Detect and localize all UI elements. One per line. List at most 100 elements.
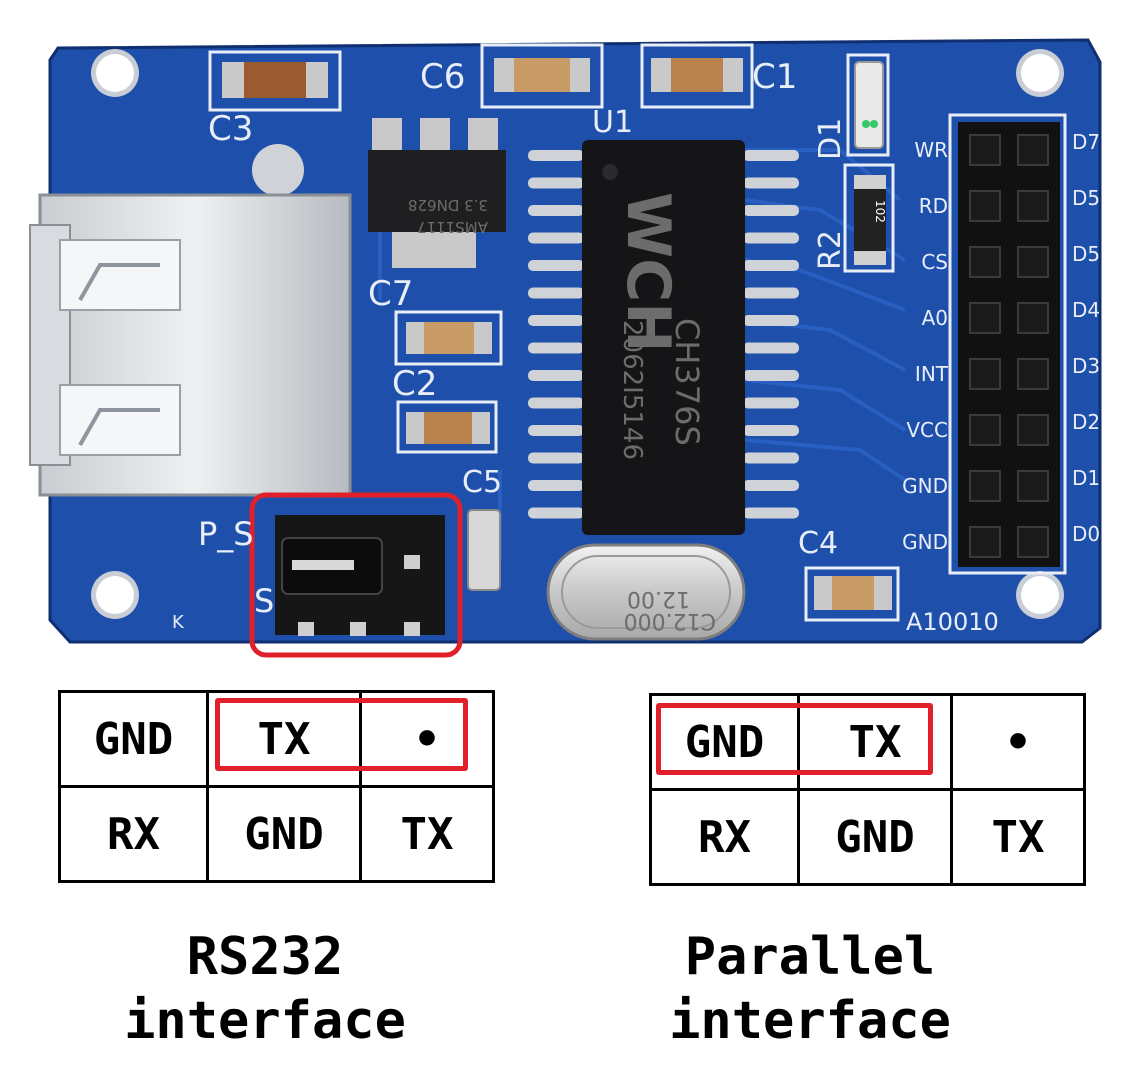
chip-pin <box>743 370 799 381</box>
mode-jumper-header <box>275 515 445 636</box>
mounting-hole-top-left <box>91 49 139 97</box>
voltage-regulator <box>368 118 506 268</box>
header-right-label: D4 <box>1072 298 1100 322</box>
led-d1 <box>854 61 884 149</box>
mounting-hole-bottom-right <box>1016 571 1064 619</box>
chip-pin <box>743 205 799 216</box>
chip-pin <box>528 397 584 409</box>
chip-pin <box>528 260 584 271</box>
label-u1: U1 <box>592 105 633 140</box>
table-cell: TX <box>359 785 495 883</box>
chip-brand: WCH <box>613 192 683 352</box>
capacitor-c4 <box>814 576 892 610</box>
table-cell: TX <box>206 690 362 788</box>
chip-pin <box>528 232 584 244</box>
capacitor-c7 <box>406 322 492 354</box>
chip-pin <box>528 342 584 354</box>
label-s: S <box>254 582 274 620</box>
chip-pin <box>528 452 584 464</box>
table-cell: • <box>359 690 495 788</box>
label-d1: D1 <box>813 118 848 160</box>
jumper-highlight-box <box>249 492 463 658</box>
table-cell: GND <box>58 690 209 788</box>
chip-lot-code: 2062I5146 <box>617 320 647 460</box>
header-pin <box>1017 358 1049 390</box>
header-pin <box>1017 414 1049 446</box>
chip-pin <box>528 205 584 216</box>
header-right-label: D0 <box>1072 522 1100 546</box>
chip-pin <box>743 177 799 189</box>
parallel-caption: Parallel interface <box>630 925 990 1053</box>
table-cell: TX <box>950 788 1086 886</box>
header-left-label: GND <box>902 530 948 554</box>
header-pin <box>969 246 1001 278</box>
chip-pin <box>528 315 584 326</box>
chip-pin <box>528 287 584 299</box>
header-pin <box>1017 134 1049 166</box>
crystal-marking-1: C12.000 <box>624 608 716 633</box>
chip-pin <box>743 287 799 299</box>
header-pin <box>1017 526 1049 558</box>
label-c7: C7 <box>368 274 413 314</box>
chip-pin <box>743 507 799 519</box>
capacitor-c6 <box>494 58 590 92</box>
crystal-oscillator <box>546 543 746 641</box>
label-c3: C3 <box>208 109 253 149</box>
label-c5: C5 <box>462 465 502 500</box>
rs232-caption: RS232 interface <box>60 925 470 1053</box>
header-left-label: RD <box>919 194 948 218</box>
resistor-code: 102 <box>873 200 887 223</box>
chip-pin <box>743 480 799 491</box>
chip-pin <box>743 397 799 409</box>
capacitor-c5 <box>467 509 501 591</box>
header-pin <box>969 414 1001 446</box>
caption-line: Parallel <box>684 927 936 987</box>
header-left-label: A0 <box>922 306 948 330</box>
parallel-jumper-table: GND TX • RX GND TX <box>649 693 1086 886</box>
chip-pin <box>528 480 584 491</box>
label-c6: C6 <box>420 57 465 97</box>
header-pin <box>1017 470 1049 502</box>
chip-pin <box>743 315 799 326</box>
chip-pin <box>528 150 584 161</box>
label-r2: R2 <box>813 230 848 270</box>
chip-pin <box>528 425 584 436</box>
header-left-label: GND <box>902 474 948 498</box>
header-pin <box>1017 246 1049 278</box>
header-right-label: D2 <box>1072 410 1100 434</box>
table-cell: RX <box>649 788 800 886</box>
mounting-hole-bottom-left <box>91 571 139 619</box>
header-pin <box>969 302 1001 334</box>
header-pin <box>969 358 1001 390</box>
header-right-label: D5 <box>1072 242 1100 266</box>
resistor-r2 <box>854 175 886 265</box>
table-cell: RX <box>58 785 209 883</box>
ch376s-chip <box>528 140 799 535</box>
usb-a-connector <box>29 144 352 497</box>
capacitor-c3 <box>222 62 328 98</box>
header-left-label: WR <box>914 138 948 162</box>
header-right-label: D7 <box>1072 130 1100 154</box>
chip-pin <box>528 370 584 381</box>
caption-line: interface <box>669 991 951 1051</box>
label-c1: C1 <box>752 57 797 97</box>
header-pin <box>969 470 1001 502</box>
mounting-hole-top-right <box>1016 49 1064 97</box>
parallel-jumper-highlight <box>656 703 933 775</box>
header-pin <box>969 134 1001 166</box>
ch376s-module-photo: C3 C6 C1 U1 D1 R2 C7 C2 C5 C4 P_S S K A1… <box>29 38 1102 658</box>
capacitor-c2 <box>406 412 490 444</box>
chip-part-number: CH376S <box>668 318 706 446</box>
table-cell: • <box>950 693 1086 791</box>
table-cell: GND <box>206 785 362 883</box>
label-k: K <box>172 612 185 633</box>
regulator-marking-1: AMS1117 <box>417 218 488 236</box>
rs232-jumper-table: GND TX • RX GND TX <box>58 690 495 883</box>
header-left-label: INT <box>915 362 949 386</box>
crystal-marking-2: 12.00 <box>627 586 690 611</box>
table-row: RX GND TX <box>58 785 495 883</box>
caption-line: RS232 <box>186 927 344 987</box>
chip-pin <box>743 150 799 161</box>
header-pin <box>969 526 1001 558</box>
header-right-label: D5 <box>1072 186 1100 210</box>
